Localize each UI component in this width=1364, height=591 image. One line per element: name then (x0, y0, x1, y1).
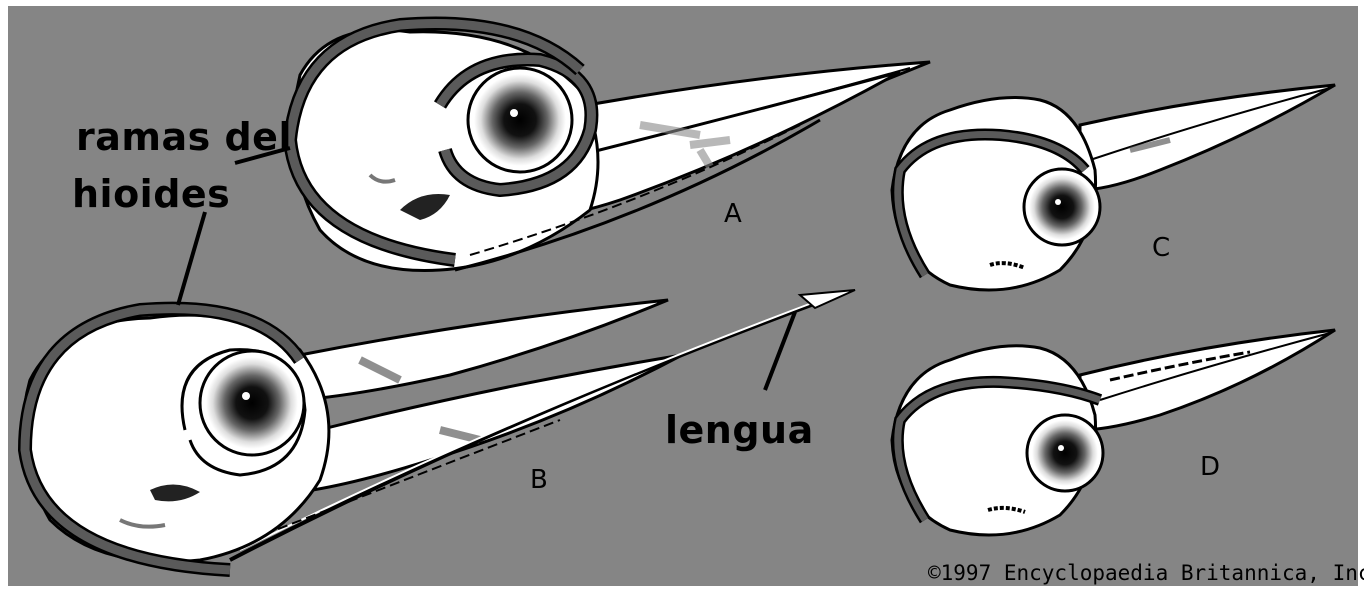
label-hyoid-branches-line1: ramas del (76, 115, 292, 159)
woodpecker-head-d (892, 330, 1335, 535)
label-head-a: A (724, 199, 742, 229)
label-head-d: D (1200, 452, 1220, 482)
copyright-notice: ©1997 Encyclopaedia Britannica, Inc. (928, 561, 1364, 585)
label-hyoid-branches-line2: hioides (72, 172, 230, 216)
woodpecker-head-c (892, 85, 1335, 290)
woodpecker-head-a (290, 23, 930, 270)
label-head-b: B (530, 465, 548, 495)
label-tongue: lengua (665, 408, 814, 452)
head-d-beak (1080, 330, 1335, 430)
label-head-c: C (1152, 233, 1170, 263)
head-c-beak (1080, 85, 1335, 190)
leader-line-hyoid-lower (178, 212, 205, 305)
leader-line-tongue (765, 312, 795, 390)
